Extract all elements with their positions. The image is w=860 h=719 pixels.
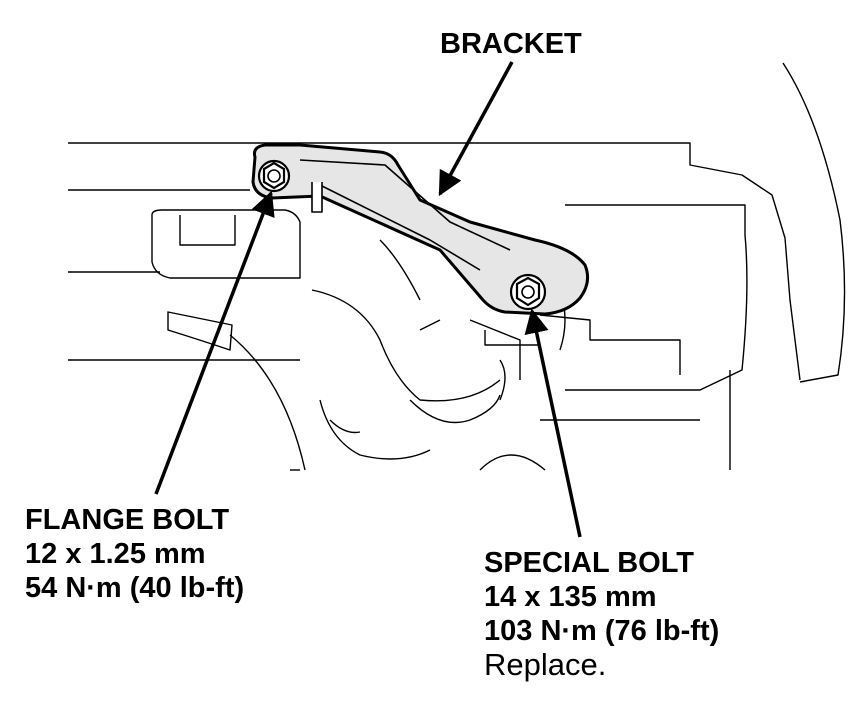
special-bolt-name: SPECIAL BOLT (484, 547, 694, 579)
special-bolt-note: Replace. (484, 647, 607, 682)
bracket-part (251, 143, 590, 316)
flange-bolt-torque: 54 N·m (40 lb-ft) (25, 572, 245, 604)
bracket-label: BRACKET (440, 27, 582, 61)
flange-bolt (257, 159, 291, 193)
special-bolt-size: 14 x 135 mm (484, 581, 657, 613)
flange-bolt-leader-arrow (154, 190, 275, 495)
bracket-name: BRACKET (440, 28, 582, 60)
vehicle-frame-outline (68, 62, 846, 471)
leader-arrows (154, 61, 582, 538)
special-bolt-torque: 103 N·m (76 lb-ft) (484, 615, 720, 647)
special-bolt (509, 273, 547, 311)
flange-bolt-name: FLANGE BOLT (25, 504, 230, 536)
flange-bolt-label: FLANGE BOLT 12 x 1.25 mm 54 N·m (40 lb-f… (25, 503, 244, 605)
special-bolt-label: SPECIAL BOLT 14 x 135 mm 103 N·m (76 lb-… (484, 546, 719, 682)
special-bolt-leader-arrow (524, 308, 582, 538)
flange-bolt-size: 12 x 1.25 mm (25, 538, 206, 570)
bracket-leader-arrow (438, 61, 514, 197)
